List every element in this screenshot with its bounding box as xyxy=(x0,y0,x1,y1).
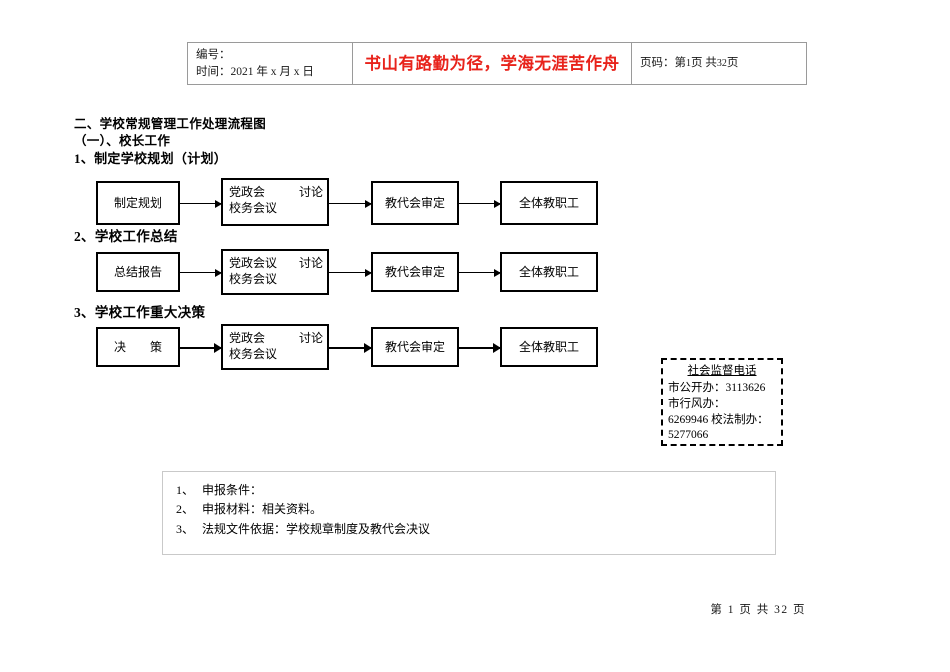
node-party-meeting-discuss[interactable]: 党政会议 讨论 校务会议 xyxy=(221,249,329,295)
motto-text: 书山有路勤为径，学海无涯苦作舟 xyxy=(364,53,620,73)
node-label: 教代会审定 xyxy=(384,264,445,279)
section-heading-item3: 3、学校工作重大决策 xyxy=(74,305,206,320)
header-cell-pagination: 页码：第1页 共32页 xyxy=(631,41,807,86)
page-current-number: 1 xyxy=(686,58,691,70)
node-label: 全体教职工 xyxy=(518,339,579,354)
node-label-discuss: 讨论 xyxy=(299,256,324,270)
supervision-phone-box: 社会监督电话 市公开办：3113626 市行风办： 6269946 校法制办： … xyxy=(661,358,783,446)
note-index-1: 1、 xyxy=(176,483,195,497)
node-label: 全体教职工 xyxy=(518,264,579,279)
note-text-3: 法规文件依据：学校规章制度及教代会决议 xyxy=(202,521,431,536)
node-label-line1: 党政会 xyxy=(229,331,266,345)
node-party-meeting-discuss[interactable]: 党政会 讨论 校务会议 xyxy=(221,178,329,226)
node-label: 制定规划 xyxy=(113,195,162,210)
node-party-meeting-discuss[interactable]: 党政会 讨论 校务会议 xyxy=(221,324,329,370)
page-total-number: 32 xyxy=(716,58,727,70)
header-table: 编号： 时间：2021 年 x 月 x 日 书山有路勤为径，学海无涯苦作舟 页码… xyxy=(187,41,807,86)
page-mid-label: 页 共 xyxy=(691,57,717,70)
header-date-label: 时间：2021 年 x 月 x 日 xyxy=(196,65,314,78)
supervision-title: 社会监督电话 xyxy=(687,365,757,377)
notes-box: 1、申报条件： 2、申报材料：相关资料。 3、法规文件依据：学校规章制度及教代会… xyxy=(162,471,776,555)
node-label: 决 策 xyxy=(113,339,162,354)
flow-arrow-2 xyxy=(329,203,371,204)
node-staff-congress-review[interactable]: 教代会审定 xyxy=(371,252,459,292)
node-label-line1-wrap: 党政会 讨论 xyxy=(229,184,324,200)
node-staff-congress-review[interactable]: 教代会审定 xyxy=(371,327,459,367)
header-row: 编号： 时间：2021 年 x 月 x 日 书山有路勤为径，学海无涯苦作舟 页码… xyxy=(187,41,807,86)
node-label-line1-wrap: 党政会 讨论 xyxy=(229,330,324,346)
flow-arrow-1 xyxy=(180,347,221,349)
node-label-line2: 校务会议 xyxy=(229,347,278,362)
section-heading-level2: （一）、校长工作 xyxy=(74,134,171,148)
supervision-line-conduct-office: 市行风办： xyxy=(668,397,726,410)
flow-arrow-2 xyxy=(329,347,371,349)
page-footer: 第 1 页 共 32 页 xyxy=(710,604,806,616)
header-cell-motto: 书山有路勤为径，学海无涯苦作舟 xyxy=(352,41,632,86)
node-all-staff[interactable]: 全体教职工 xyxy=(500,181,598,225)
note-item-1: 1、申报条件： xyxy=(176,481,762,500)
node-label-line2: 校务会议 xyxy=(229,201,278,216)
node-label-line2: 校务会议 xyxy=(229,272,278,287)
flow-arrow-1 xyxy=(180,272,221,273)
flow-arrow-3 xyxy=(459,347,500,349)
note-index-2: 2、 xyxy=(176,502,195,517)
node-label: 总结报告 xyxy=(113,264,162,279)
flow-arrow-1 xyxy=(180,203,221,204)
note-text-2: 申报材料：相关资料。 xyxy=(202,502,323,517)
note-index-3: 3、 xyxy=(176,521,195,536)
node-label: 全体教职工 xyxy=(518,195,579,210)
section-heading-level1: 二、学校常规管理工作处理流程图 xyxy=(74,117,267,131)
node-staff-congress-review[interactable]: 教代会审定 xyxy=(371,181,459,225)
note-item-3: 3、法规文件依据：学校规章制度及教代会决议 xyxy=(176,520,762,539)
node-label-line1: 党政会议 xyxy=(229,256,278,270)
flow-arrow-2 xyxy=(329,272,371,273)
node-label-discuss: 讨论 xyxy=(299,331,324,345)
page-suffix-label: 页 xyxy=(726,57,739,70)
flow-arrow-3 xyxy=(459,203,500,204)
flow-arrow-3 xyxy=(459,272,500,273)
supervision-line-public-office: 市公开办：3113626 xyxy=(668,381,766,394)
node-all-staff[interactable]: 全体教职工 xyxy=(500,327,598,367)
node-label-discuss: 讨论 xyxy=(299,185,324,199)
node-make-plan[interactable]: 制定规划 xyxy=(96,181,180,225)
page-prefix-label: 页码：第 xyxy=(640,57,686,70)
node-decision[interactable]: 决 策 xyxy=(96,327,180,367)
note-item-2: 2、申报材料：相关资料。 xyxy=(176,500,762,519)
node-label: 教代会审定 xyxy=(384,195,445,210)
section-heading-item2: 2、学校工作总结 xyxy=(74,229,178,244)
supervision-line-legal-number: 5277066 xyxy=(668,429,709,442)
node-label: 教代会审定 xyxy=(384,339,445,354)
note-text-1: 申报条件： xyxy=(202,483,263,497)
supervision-line-legal-office: 6269946 校法制办： xyxy=(668,413,769,426)
node-summary-report[interactable]: 总结报告 xyxy=(96,252,180,292)
section-heading-item1: 1、制定学校规划（计划） xyxy=(74,151,228,166)
header-cell-meta: 编号： 时间：2021 年 x 月 x 日 xyxy=(187,41,353,86)
node-label-line1-wrap: 党政会议 讨论 xyxy=(229,255,324,271)
node-all-staff[interactable]: 全体教职工 xyxy=(500,252,598,292)
header-number-label: 编号： xyxy=(196,49,231,61)
node-label-line1: 党政会 xyxy=(229,185,266,199)
